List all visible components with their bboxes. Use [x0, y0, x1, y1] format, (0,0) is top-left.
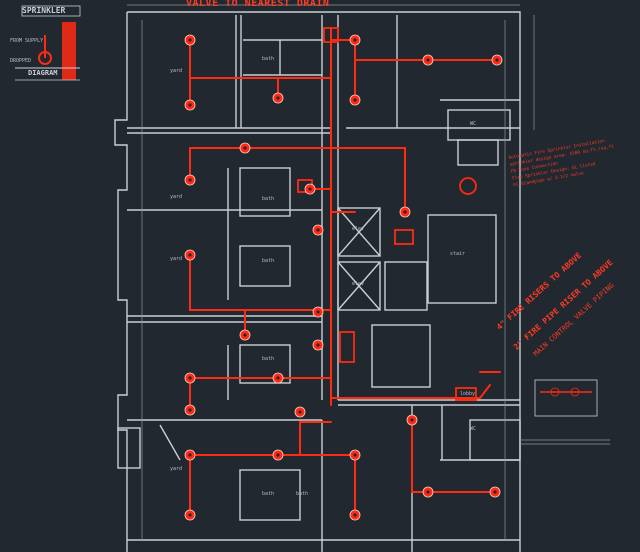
legend-title: SPRINKLER: [22, 6, 66, 15]
sprinkler-head-icon: [349, 509, 361, 521]
sprinkler-head-icon: [491, 54, 503, 66]
sprinkler-head-icon: [184, 34, 196, 46]
sprinkler-head-icon: [184, 449, 196, 461]
sprinkler-head-icon: [349, 34, 361, 46]
sprinkler-heads: [184, 34, 503, 521]
sprinkler-head-icon: [239, 142, 251, 154]
sprinkler-head-icon: [272, 92, 284, 104]
sprinkler-head-icon: [399, 206, 411, 218]
room-label: bath: [296, 491, 308, 497]
legend-caption: DIAGRAM: [28, 69, 58, 77]
architectural-walls: [114, 11, 521, 552]
room-label: yard: [170, 256, 182, 262]
sprinkler-legend-diagram: [15, 5, 81, 81]
room-label: WC: [470, 121, 476, 127]
sprinkler-head-icon: [184, 249, 196, 261]
sprinkler-head-icon: [349, 94, 361, 106]
legend-label-supply: FROM SUPPLY: [10, 38, 44, 44]
sprinkler-head-icon: [272, 372, 284, 384]
sprinkler-head-icon: [184, 509, 196, 521]
dimension-lines: [127, 4, 610, 540]
room-label: yard: [170, 68, 182, 74]
room-label: yard: [170, 194, 182, 200]
sprinkler-head-icon: [312, 306, 324, 318]
room-label: elev: [352, 281, 364, 287]
room-label: bath: [262, 258, 274, 264]
room-label: stair: [450, 251, 465, 257]
sprinkler-head-icon: [184, 372, 196, 384]
sprinkler-head-icon: [239, 329, 251, 341]
sprinkler-head-icon: [349, 449, 361, 461]
sprinkler-head-icon: [294, 406, 306, 418]
page-title: VALVE TO NEAREST DRAIN: [186, 0, 330, 9]
sprinkler-head-icon: [489, 486, 501, 498]
sprinkler-head-icon: [312, 339, 324, 351]
legend-label-dropped: DROPPED: [10, 58, 32, 64]
sprinkler-head-icon: [422, 486, 434, 498]
sprinkler-head-icon: [184, 174, 196, 186]
sprinkler-head-icon: [304, 183, 316, 195]
sprinkler-head-icon: [184, 99, 196, 111]
room-label: lobby: [460, 391, 475, 397]
sprinkler-head-icon: [312, 224, 324, 236]
room-label: bath: [262, 491, 274, 497]
room-label: elev: [352, 226, 364, 232]
room-label: bath: [262, 56, 274, 62]
valve-detail: [534, 379, 598, 417]
sprinkler-head-icon: [272, 449, 284, 461]
room-label: yard: [170, 466, 182, 472]
sprinkler-head-icon: [406, 414, 418, 426]
room-label: bath: [262, 196, 274, 202]
room-labels: yard yard yard yard bath bath bath bath bath bath…: [170, 56, 476, 497]
room-label: WC: [470, 426, 476, 432]
room-label: bath: [262, 356, 274, 362]
riser-equipment: [297, 27, 477, 401]
sprinkler-head-icon: [422, 54, 434, 66]
sprinkler-head-icon: [184, 404, 196, 416]
